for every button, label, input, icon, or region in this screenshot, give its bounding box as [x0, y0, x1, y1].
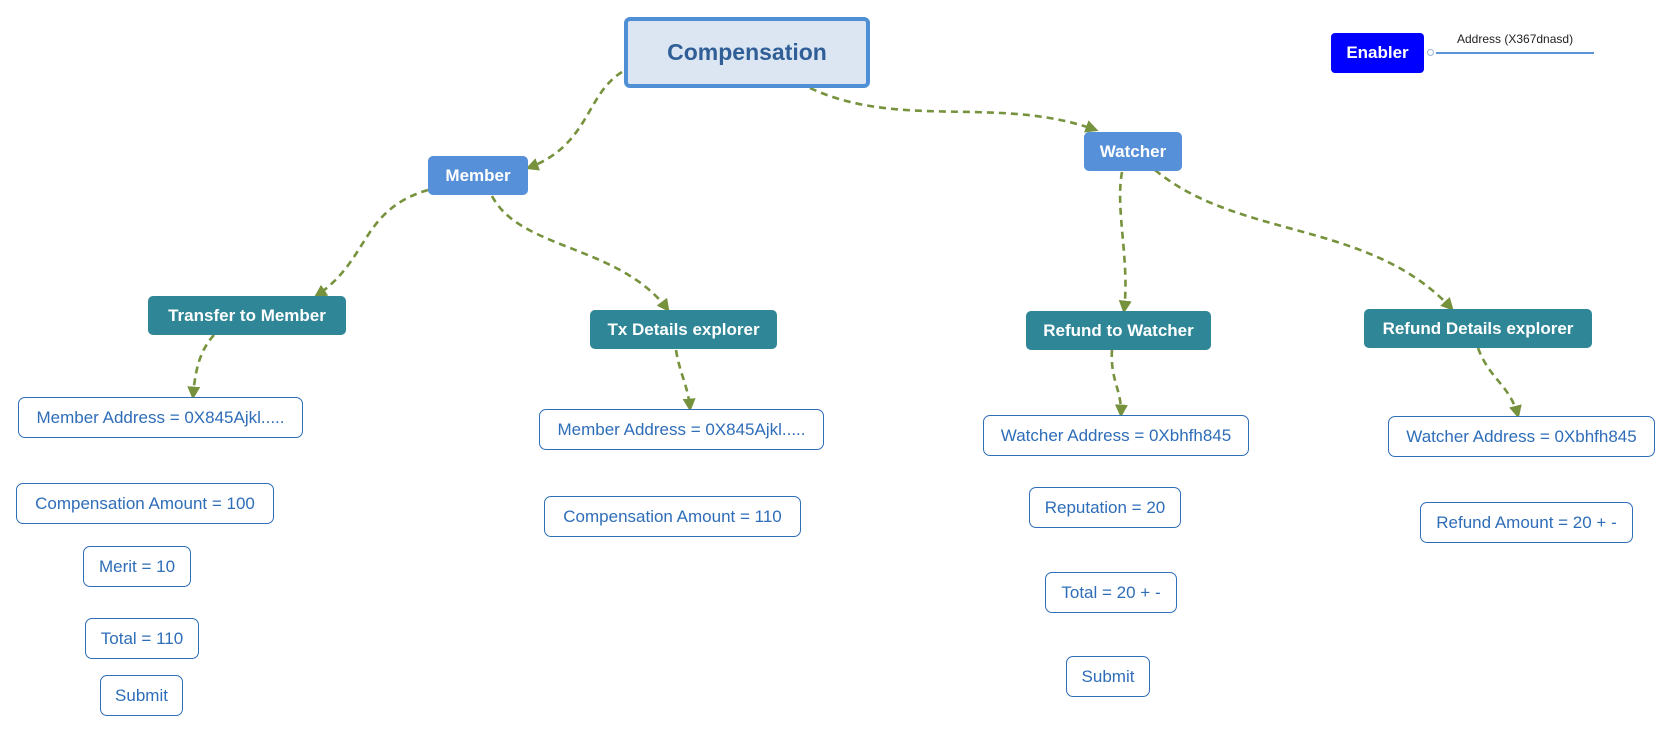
enabler-address-label: Address (X367dnasd) — [1457, 32, 1574, 46]
edge-member-tx-details — [490, 195, 670, 313]
refund-total-field[interactable]: Total = 20 + - — [1045, 572, 1177, 613]
node-watcher[interactable]: Watcher — [1084, 132, 1182, 171]
enabler-address-underline — [1436, 52, 1594, 54]
edge-transfer-member-address — [187, 334, 215, 400]
node-tx-details-explorer[interactable]: Tx Details explorer — [590, 310, 777, 349]
transfer-merit-field[interactable]: Merit = 10 — [83, 546, 191, 587]
transfer-total-field[interactable]: Total = 110 — [85, 618, 199, 659]
edge-refund-watcher-address — [1110, 349, 1128, 418]
transfer-compensation-amount-field[interactable]: Compensation Amount = 100 — [16, 483, 274, 524]
edge-refund-details-watcher-address — [1476, 347, 1522, 419]
edge-watcher-refund — [1118, 171, 1132, 314]
edge-compensation-member — [525, 70, 623, 171]
root-node-compensation[interactable]: Compensation — [624, 17, 870, 88]
refund-submit-button[interactable]: Submit — [1066, 656, 1150, 697]
tx-member-address-field[interactable]: Member Address = 0X845Ajkl..... — [539, 409, 824, 450]
transfer-submit-button[interactable]: Submit — [100, 675, 183, 716]
edge-watcher-refund-details — [1154, 168, 1454, 311]
edge-tx-details-member-address — [674, 349, 696, 412]
refund-reputation-field[interactable]: Reputation = 20 — [1029, 487, 1181, 528]
refund-watcher-address-field[interactable]: Watcher Address = 0Xbhfh845 — [983, 415, 1249, 456]
node-transfer-to-member[interactable]: Transfer to Member — [148, 296, 346, 335]
transfer-member-address-field[interactable]: Member Address = 0X845Ajkl..... — [18, 397, 303, 438]
refund-details-amount-field[interactable]: Refund Amount = 20 + - — [1420, 502, 1633, 543]
enabler-connector-dot — [1427, 49, 1434, 56]
node-member[interactable]: Member — [428, 156, 528, 195]
tx-compensation-amount-field[interactable]: Compensation Amount = 110 — [544, 496, 801, 537]
edge-compensation-watcher — [809, 86, 1099, 133]
node-refund-details-explorer[interactable]: Refund Details explorer — [1364, 309, 1592, 348]
edge-member-transfer — [313, 188, 429, 298]
refund-details-watcher-address-field[interactable]: Watcher Address = 0Xbhfh845 — [1388, 416, 1655, 457]
enabler-node[interactable]: Enabler — [1331, 33, 1424, 73]
node-refund-to-watcher[interactable]: Refund to Watcher — [1026, 311, 1211, 350]
